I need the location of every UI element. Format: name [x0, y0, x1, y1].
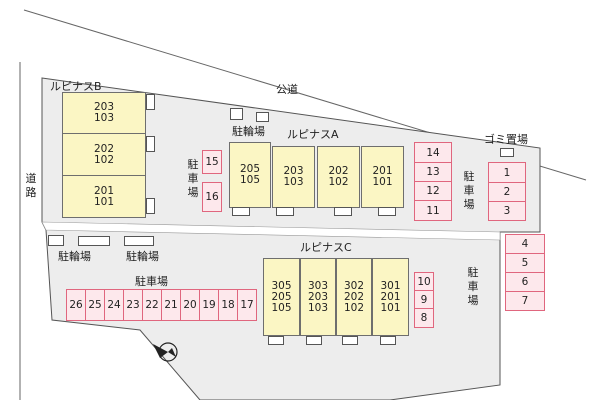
parking-space: 25 [85, 289, 105, 321]
parking-mid-label: 駐車場 [187, 158, 199, 199]
parking-space: 6 [505, 272, 545, 292]
garbage-area-label: ゴミ置場 [484, 133, 528, 146]
bike-rack [124, 236, 154, 246]
parking-space: 12 [414, 181, 452, 201]
building-c-name: ルピナスC [300, 241, 352, 254]
parking-space: 20 [180, 289, 200, 321]
parking-space: 1 [488, 162, 526, 183]
building-a-name: ルピナスA [287, 128, 339, 141]
bike-rack [256, 112, 269, 122]
building-a-entry [378, 207, 396, 216]
parking-space: 16 [202, 182, 222, 212]
bike-parking-bottom-left-label: 駐輪場 [58, 250, 91, 263]
parking-right-mid-label: 駐車場 [467, 266, 479, 307]
parking-space: 8 [414, 308, 434, 328]
building-b-stair [146, 94, 155, 110]
garbage-area [500, 148, 514, 157]
public-road-label: 公道 [276, 83, 298, 96]
parking-space: 23 [123, 289, 143, 321]
building-c-entry [380, 336, 396, 345]
parking-space: 17 [237, 289, 257, 321]
parking-space: 10 [414, 272, 434, 291]
bike-rack [48, 235, 64, 246]
bike-rack [230, 108, 243, 120]
building-b-name: ルピナスB [50, 80, 102, 93]
parking-space: 21 [161, 289, 181, 321]
bike-parking-top-label: 駐輪場 [232, 125, 265, 138]
parking-space: 18 [218, 289, 238, 321]
parking-space: 22 [142, 289, 162, 321]
parking-space: 3 [488, 201, 526, 221]
parking-space: 4 [505, 234, 545, 254]
parking-right-top-label: 駐車場 [463, 170, 475, 211]
parking-space: 7 [505, 291, 545, 311]
parking-space: 15 [202, 150, 222, 174]
parking-space: 2 [488, 182, 526, 202]
building-c-entry [268, 336, 284, 345]
parking-space: 19 [199, 289, 219, 321]
building-c-entry [342, 336, 358, 345]
building-a-entry [276, 207, 294, 216]
building-b-stair [146, 136, 155, 152]
parking-space: 9 [414, 290, 434, 309]
parking-space: 13 [414, 162, 452, 182]
building-a-entry [334, 207, 352, 216]
compass-north-icon [153, 342, 178, 362]
building-a-entry [232, 207, 250, 216]
left-road-label: 道路 [25, 172, 37, 199]
building-b-stair [146, 198, 155, 214]
parking-space: 11 [414, 200, 452, 221]
parking-space: 14 [414, 142, 452, 163]
parking-space: 5 [505, 253, 545, 273]
building-c-entry [306, 336, 322, 345]
bike-rack [78, 236, 110, 246]
parking-bottom-label: 駐車場 [135, 275, 168, 288]
parking-space: 26 [66, 289, 86, 321]
parking-space: 24 [104, 289, 124, 321]
bike-parking-bottom-mid-label: 駐輪場 [126, 250, 159, 263]
